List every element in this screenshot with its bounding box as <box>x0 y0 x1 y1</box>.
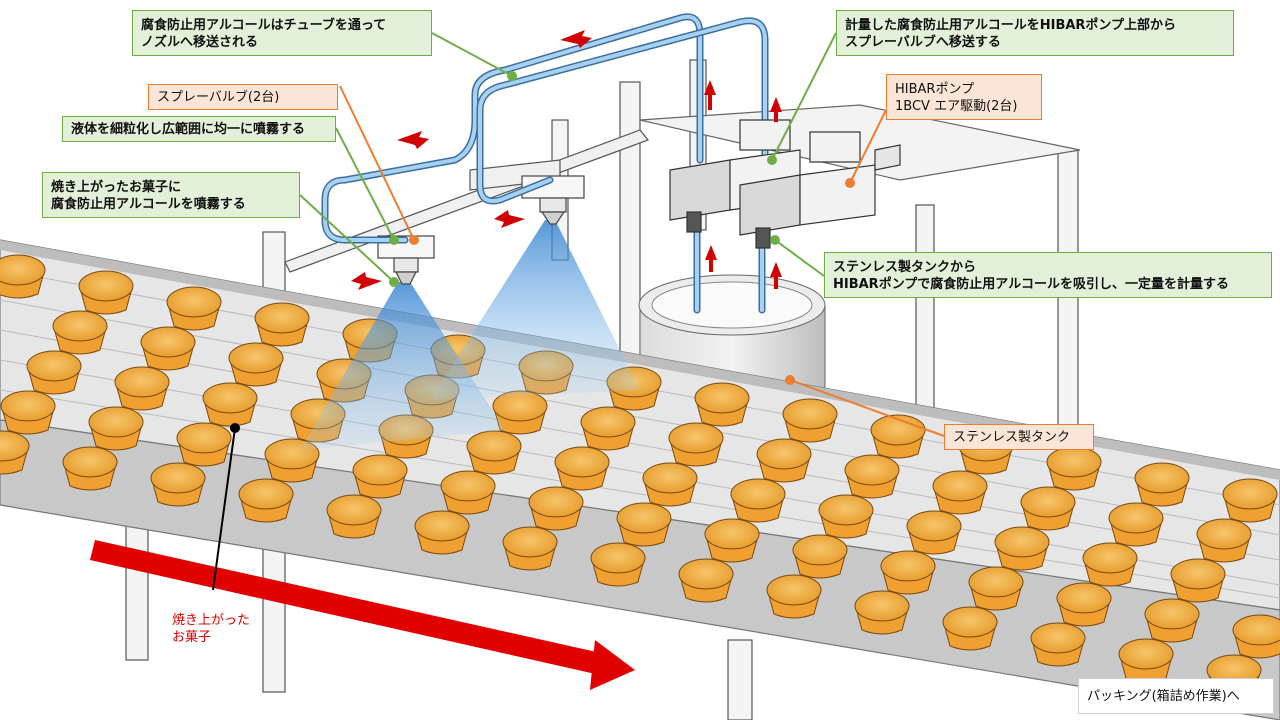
cake <box>1170 558 1226 603</box>
cake <box>254 302 310 347</box>
cake <box>502 526 558 571</box>
cake <box>114 366 170 411</box>
cake <box>668 422 724 467</box>
cake <box>326 494 382 539</box>
cake <box>466 430 522 475</box>
cake <box>150 462 206 507</box>
cake <box>968 566 1024 611</box>
alcohol-tubes <box>321 13 769 314</box>
callout-metered-transfer: 計量した腐食防止用アルコールをHIBARポンプ上部から スプレーバルブへ移送する <box>836 10 1234 56</box>
cake <box>1046 446 1102 491</box>
callout-tube-transport: 腐食防止用アルコールはチューブを通って ノズルへ移送される <box>132 10 432 56</box>
cake <box>704 518 760 563</box>
cake <box>0 430 30 475</box>
leader-lines <box>212 32 945 591</box>
cake <box>414 510 470 555</box>
cake <box>792 534 848 579</box>
cake <box>1056 582 1112 627</box>
cake <box>1222 478 1278 523</box>
cake <box>0 254 46 299</box>
cake <box>782 398 838 443</box>
support-posts <box>125 59 1079 720</box>
cake <box>52 310 108 355</box>
cake <box>1082 542 1138 587</box>
cake <box>590 542 646 587</box>
cake <box>994 526 1050 571</box>
cake <box>176 422 232 467</box>
cake <box>1134 462 1190 507</box>
cake <box>140 326 196 371</box>
cake <box>78 270 134 315</box>
cake <box>492 390 548 435</box>
cake <box>818 494 874 539</box>
cake <box>766 574 822 619</box>
cake <box>756 438 812 483</box>
cake <box>26 350 82 395</box>
cake <box>440 470 496 515</box>
cake <box>0 390 56 435</box>
label-baked-sweets: 焼き上がった お菓子 <box>172 613 251 645</box>
cake <box>880 550 936 595</box>
cake <box>166 286 222 331</box>
cake <box>694 382 750 427</box>
hibar-pumps <box>669 119 901 249</box>
cake <box>1108 502 1164 547</box>
cake <box>88 406 144 451</box>
cake <box>870 414 926 459</box>
cake <box>844 454 900 499</box>
callout-stainless-tank: ステンレス製タンク <box>944 424 1094 450</box>
label-to-packing: パッキング(箱詰め作業)へ <box>1078 678 1274 714</box>
cake <box>1232 614 1280 659</box>
spray-valve-right <box>521 175 585 225</box>
cake <box>238 478 294 523</box>
cake <box>1030 622 1086 667</box>
callout-spray-valve: スプレーバルブ(2台) <box>148 84 338 110</box>
callout-suction-metering: ステンレス製タンクから HIBARポンプで腐食防止用アルコールを吸引し、一定量を… <box>824 252 1272 298</box>
cake <box>528 486 584 531</box>
cake <box>906 510 962 555</box>
spray-cones <box>300 220 640 450</box>
cake <box>580 406 636 451</box>
cake <box>352 454 408 499</box>
flow-arrow-icon <box>351 30 782 290</box>
direction-arrow-icon <box>90 540 635 690</box>
cake <box>1020 486 1076 531</box>
cake <box>1118 638 1174 683</box>
cake <box>1196 518 1252 563</box>
cake <box>62 446 118 491</box>
callout-spray-sweets: 焼き上がったお菓子に 腐食防止用アルコールを噴霧する <box>42 172 300 218</box>
cake <box>642 462 698 507</box>
callout-atomize: 液体を細粒化し広範囲に均一に噴霧する <box>62 116 336 142</box>
cake <box>1144 598 1200 643</box>
cake <box>942 606 998 651</box>
cake <box>678 558 734 603</box>
cake <box>616 502 672 547</box>
cake <box>228 342 284 387</box>
cake <box>554 446 610 491</box>
leader-dots <box>230 71 855 433</box>
cake <box>932 470 988 515</box>
cake <box>730 478 786 523</box>
callout-hibar-pump: HIBARポンプ 1BCV エア駆動(2台) <box>886 74 1042 120</box>
cake <box>202 382 258 427</box>
cake <box>854 590 910 635</box>
